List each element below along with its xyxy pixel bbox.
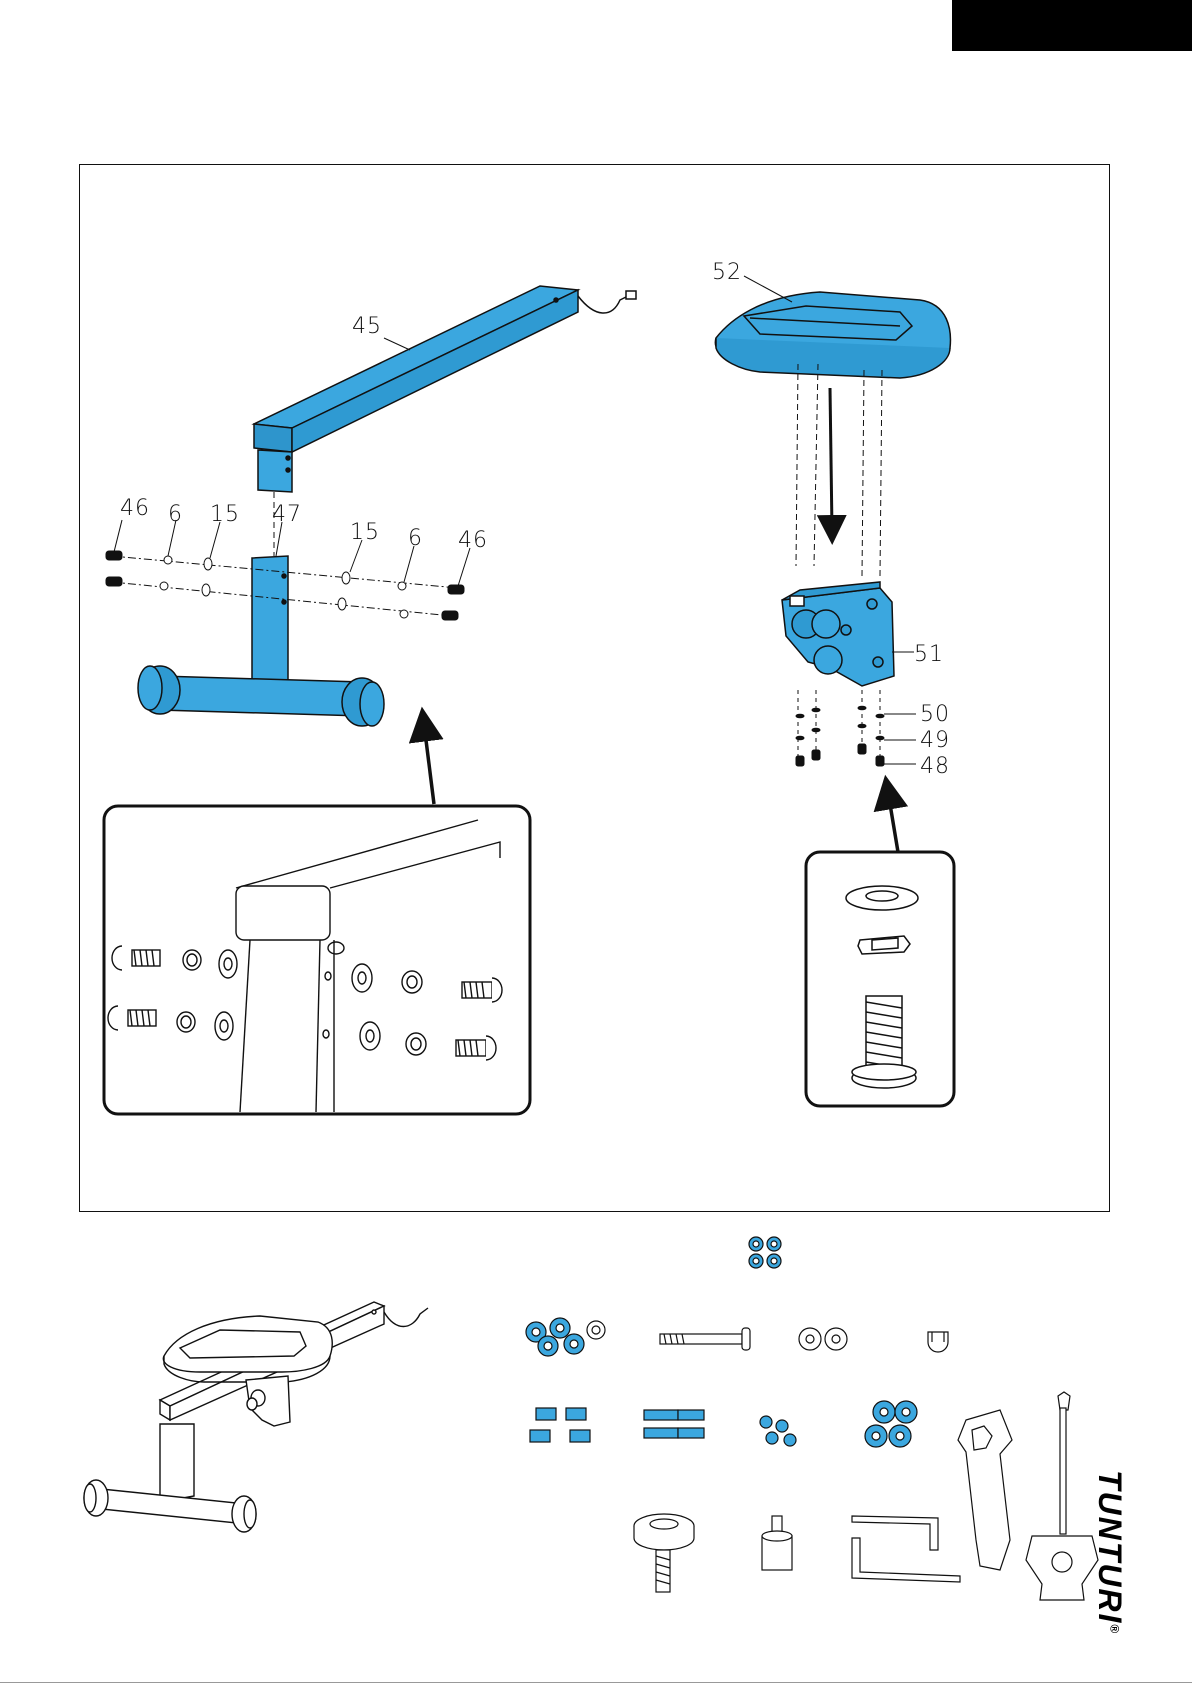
- label-part-51: 51: [914, 644, 944, 666]
- label-part-46-left: 46: [120, 498, 150, 520]
- bottom-rule: [0, 1682, 1192, 1683]
- seat-fasteners: [796, 690, 916, 766]
- label-part-46-right: 46: [458, 530, 488, 552]
- completed-seat-view: [84, 1302, 428, 1532]
- label-part-48: 48: [920, 756, 950, 778]
- label-part-49: 49: [920, 730, 950, 752]
- seat-alignment-lines: [796, 364, 882, 576]
- brand-logo: TUNTURI®: [1094, 1470, 1128, 1670]
- upper-arm-part-45: [254, 286, 636, 492]
- label-part-6-right: 6: [408, 528, 423, 550]
- seat-part-52: [715, 276, 950, 378]
- detail-box-left: [104, 806, 530, 1114]
- label-part-47: 47: [272, 504, 302, 526]
- detail-box-right: [806, 852, 954, 1106]
- label-part-52: 52: [712, 262, 742, 284]
- label-part-45: 45: [352, 316, 382, 338]
- brand-registered-mark: ®: [1108, 1624, 1122, 1635]
- hardware-parts: [526, 1237, 1098, 1600]
- label-part-15-right: 15: [350, 522, 380, 544]
- seat-bracket-part-51: [782, 582, 914, 686]
- label-part-15-left: 15: [210, 504, 240, 526]
- label-part-50: 50: [920, 704, 950, 726]
- brand-name: TUNTURI: [1092, 1470, 1128, 1624]
- label-part-6-left: 6: [168, 504, 183, 526]
